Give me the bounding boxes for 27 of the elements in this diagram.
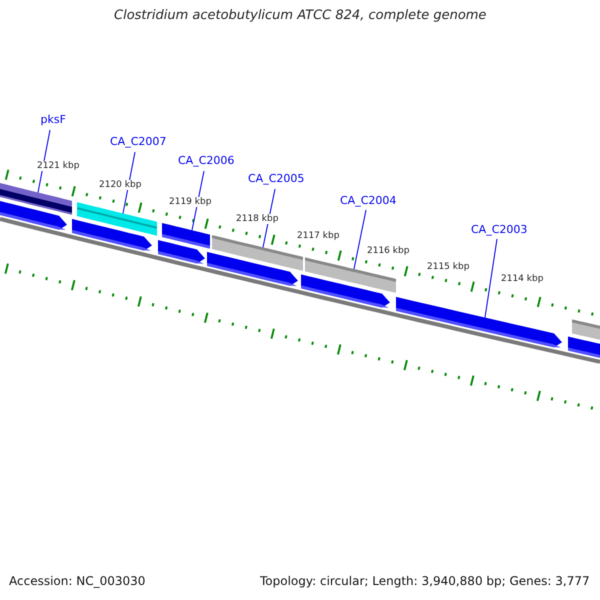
gene-region xyxy=(305,257,396,293)
leader-line xyxy=(484,238,498,318)
footer-text: Topology: circular; Length: 3,940,880 bp; Genes: 3,777 xyxy=(260,575,590,589)
gene-label: CA_C2006 xyxy=(178,155,234,168)
gene-label: CA_C2007 xyxy=(110,136,166,149)
scale-label: 2118 kbp xyxy=(235,214,280,224)
gene-label: CA_C2005 xyxy=(248,173,304,186)
leader-line xyxy=(262,188,276,248)
gene-label: CA_C2004 xyxy=(340,195,396,208)
scale-label: 2120 kbp xyxy=(98,180,142,190)
scale-label: 2116 kbp xyxy=(366,246,410,256)
gene-region xyxy=(77,202,157,236)
gene-label: CA_C2003 xyxy=(471,224,528,237)
scale-label: 2114 kbp xyxy=(500,274,544,284)
scale-label: 2119 kbp xyxy=(168,197,212,208)
gene-region xyxy=(162,223,210,249)
title: Clostridium acetobutylicum ATCC 824, complete genome xyxy=(114,9,486,24)
leader-line xyxy=(122,152,136,214)
footer-text: Accession: NC_003030 xyxy=(9,575,146,589)
gene-label: pksF xyxy=(40,114,66,127)
leader-line xyxy=(354,210,366,270)
gene-region xyxy=(0,183,72,215)
coding-region xyxy=(396,296,562,348)
scale-label: 2115 kbp xyxy=(426,262,470,272)
scale-label: 2117 kbp xyxy=(296,231,340,242)
scale-label: 2121 kbp xyxy=(36,161,80,172)
leader-line xyxy=(192,170,204,231)
